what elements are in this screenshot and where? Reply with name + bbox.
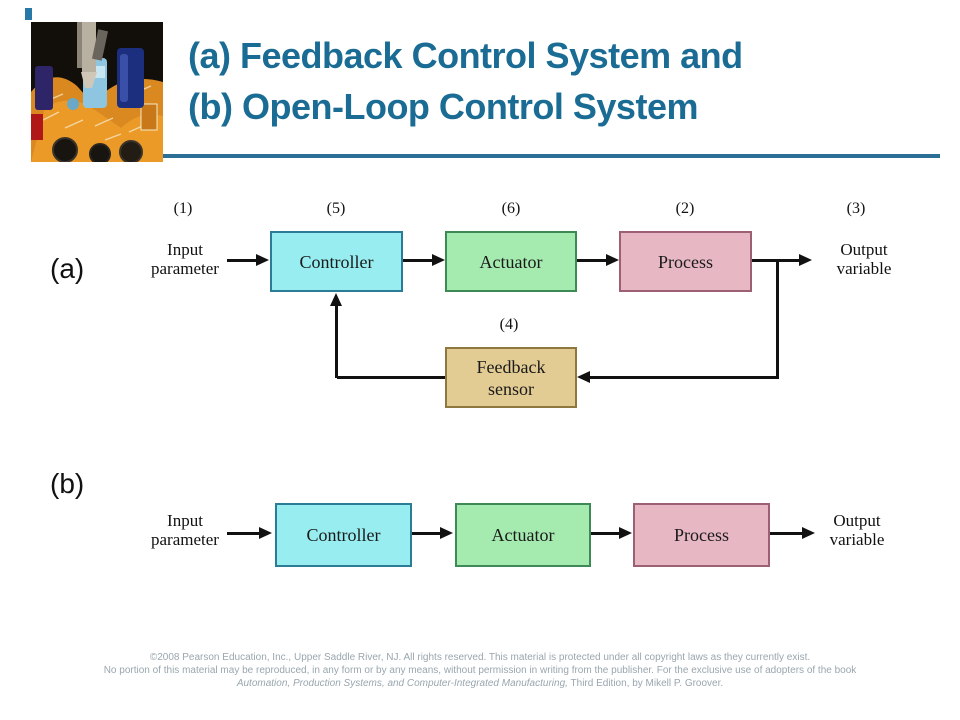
input-line1: Input: [167, 511, 203, 530]
sensor-line1: Feedback: [476, 356, 546, 377]
arrow-b-input-to-controller-head: [259, 527, 272, 539]
slide-title-line1: (a) Feedback Control System and: [188, 35, 743, 76]
actuator-box-b: Actuator: [455, 503, 591, 567]
feedback-sensor-box: Feedback sensor: [445, 347, 577, 408]
arrow-a-controller-to-actuator-line: [403, 259, 435, 262]
arrow-b-process-to-output-line: [770, 532, 804, 535]
input-line2: parameter: [151, 259, 219, 278]
output-line2: variable: [836, 259, 892, 278]
copyright-footer: ©2008 Pearson Education, Inc., Upper Sad…: [0, 651, 960, 691]
circuit-board-photo: [25, 8, 163, 165]
arrow-a-input-to-controller-line: [227, 259, 259, 262]
output-line1: Output: [833, 511, 881, 530]
diagram-b-label: (b): [50, 468, 85, 499]
book-title-italic: Automation, Production Systems, and Comp…: [236, 678, 568, 690]
arrow-a-actuator-to-process-line: [577, 259, 609, 262]
arrow-b-process-to-output-head: [802, 527, 815, 539]
copyright-line3-rest: Third Edition, by Mikell P. Groover.: [567, 678, 724, 690]
diagram-a-output-variable-label: Output variable: [812, 240, 916, 278]
output-line1: Output: [840, 240, 888, 259]
diagram-b-input-parameter-label: Input parameter: [133, 511, 237, 549]
process-box-b: Process: [633, 503, 770, 567]
diagram-a-label: (a): [50, 253, 85, 284]
diagram-a-number-sensor: (4): [499, 316, 519, 333]
feedback-right-horizontal-line: [589, 376, 779, 379]
feedback-branch-vertical-line: [776, 260, 779, 379]
sensor-line2: sensor: [488, 378, 534, 399]
feedback-left-vertical-line: [335, 304, 338, 378]
arrow-b-input-to-controller-line: [227, 532, 263, 535]
diagram-a-number-input: (1): [173, 200, 193, 217]
arrow-a-input-to-controller-head: [256, 254, 269, 266]
copyright-line1: ©2008 Pearson Education, Inc., Upper Sad…: [149, 652, 811, 663]
process-box-a: Process: [619, 231, 752, 292]
output-line2: variable: [829, 530, 885, 549]
arrow-b-actuator-to-process-head: [619, 527, 632, 539]
diagram-a-number-output: (3): [846, 200, 866, 217]
input-line2: parameter: [151, 530, 219, 549]
arrow-b-actuator-to-process-line: [591, 532, 622, 535]
arrow-a-controller-to-actuator-head: [432, 254, 445, 266]
controller-box-a: Controller: [270, 231, 403, 292]
arrow-a-actuator-to-process-head: [606, 254, 619, 266]
title-underline: [163, 154, 940, 158]
input-line1: Input: [167, 240, 203, 259]
feedback-into-sensor-head: [577, 371, 590, 383]
slide-title-line2: (b) Open-Loop Control System: [188, 86, 698, 127]
copyright-line2: No portion of this material may be repro…: [103, 665, 857, 677]
diagram-a-number-actuator: (6): [501, 200, 521, 217]
diagram-a-input-parameter-label: Input parameter: [133, 240, 237, 278]
arrow-a-process-to-output-head: [799, 254, 812, 266]
arrow-b-controller-to-actuator-line: [412, 532, 442, 535]
diagram-a-number-process: (2): [675, 200, 695, 217]
feedback-left-horizontal-line: [337, 376, 445, 379]
slide-title: (a) Feedback Control System and (b) Open…: [188, 30, 948, 132]
diagram-a-number-controller: (5): [326, 200, 346, 217]
controller-box-b: Controller: [275, 503, 412, 567]
feedback-into-controller-head: [330, 293, 342, 306]
actuator-box-a: Actuator: [445, 231, 577, 292]
copyright-line3: Automation, Production Systems, and Comp…: [0, 677, 960, 690]
diagram-b-output-variable-label: Output variable: [805, 511, 909, 549]
circuit-board-photo-art: [25, 8, 163, 165]
arrow-b-controller-to-actuator-head: [440, 527, 453, 539]
